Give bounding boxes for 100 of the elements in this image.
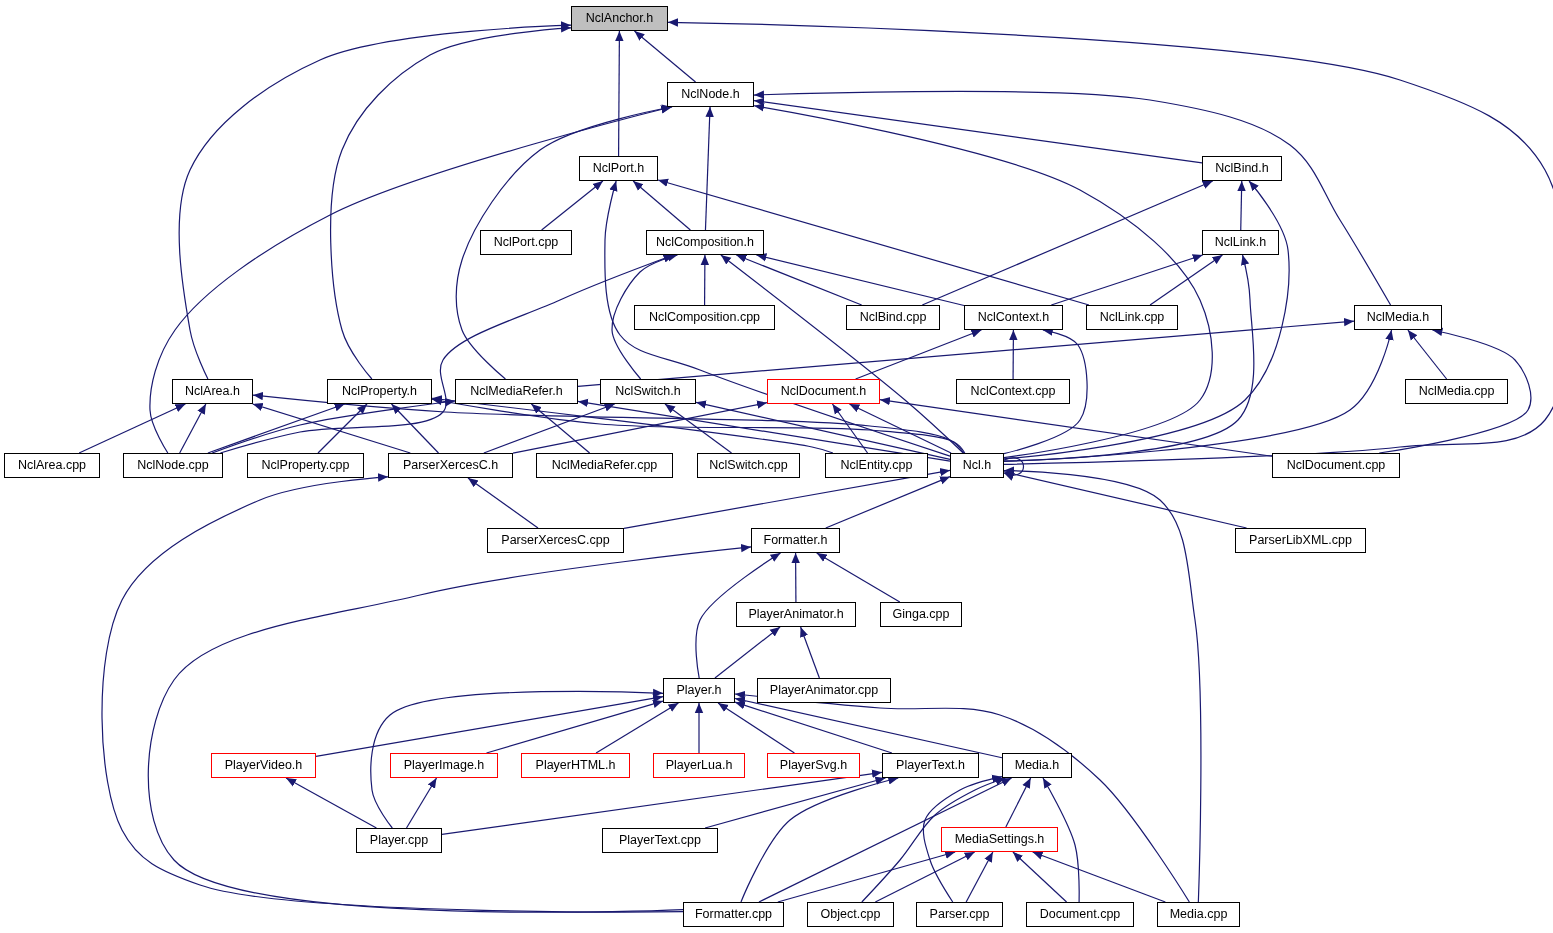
file-node: NclPort.h (579, 156, 658, 181)
dependency-arrow (330, 24, 572, 380)
dependency-arrow (695, 552, 782, 679)
dependency-arrow (483, 403, 616, 454)
file-node: Document.cpp (1026, 902, 1134, 927)
dependency-arrow (207, 403, 346, 454)
dependency-arrow (370, 688, 664, 829)
dependency-arrow (700, 254, 710, 306)
dependency-arrow (541, 180, 604, 231)
dependency-arrow (252, 402, 411, 454)
dependency-arrow (405, 777, 438, 829)
file-node: ParserXercesC.cpp (487, 528, 624, 553)
dependency-arrow (595, 702, 679, 754)
dependency-arrow (1407, 329, 1448, 380)
dependency-arrow (704, 106, 714, 231)
dependency-arrow (1003, 254, 1255, 462)
dependency-arrow (791, 552, 800, 603)
file-node: NclComposition.cpp (634, 305, 775, 330)
dependency-arrow (1032, 851, 1166, 903)
dependency-arrow (147, 543, 752, 913)
file-node: NclBind.cpp (846, 305, 940, 330)
file-node: NclProperty.cpp (247, 453, 364, 478)
dependency-arrow (441, 769, 883, 836)
dependency-arrow (1003, 329, 1394, 463)
dependency-arrow (1005, 777, 1032, 828)
file-node: NclComposition.h (646, 230, 764, 255)
file-node: PlayerImage.h (390, 753, 498, 778)
dependency-arrow (1009, 329, 1018, 380)
dependency-arrow (753, 97, 1203, 164)
dependency-arrow (777, 850, 956, 903)
file-node: NclContext.h (964, 305, 1063, 330)
file-node: Parser.cpp (916, 902, 1003, 927)
dependency-arrow (623, 467, 951, 529)
file-node: NclMediaRefer.cpp (536, 453, 673, 478)
dependency-arrow (530, 403, 591, 454)
file-node: Ncl.h (950, 453, 1004, 478)
dependency-arrow (1149, 254, 1223, 306)
file-node: NclContext.cpp (956, 379, 1070, 404)
file-node: NclSwitch.cpp (697, 453, 800, 478)
dependency-arrow (831, 403, 869, 454)
dependency-arrow (431, 396, 966, 454)
dependency-arrow (1003, 466, 1202, 903)
dependency-arrow (632, 180, 691, 231)
file-node: NclArea.cpp (4, 453, 100, 478)
file-node: Formatter.h (751, 528, 840, 553)
file-node: Player.cpp (356, 828, 442, 853)
file-node: PlayerSvg.h (767, 753, 860, 778)
file-node: NclNode.h (667, 82, 754, 107)
dependency-arrow (694, 702, 704, 754)
file-node: Player.h (663, 678, 735, 703)
file-node: PlayerText.h (882, 753, 979, 778)
dependency-arrow (577, 317, 1355, 387)
dependency-arrow (101, 473, 684, 913)
dependency-arrow (753, 90, 1392, 306)
dependency-arrow (735, 254, 863, 306)
dependency-arrow (252, 391, 965, 454)
dependency-arrow (604, 180, 951, 457)
dependency-arrow (755, 253, 965, 307)
dependency-arrow (455, 104, 673, 380)
file-node: Media.cpp (1157, 902, 1240, 927)
dependency-arrow (512, 400, 768, 454)
dependency-arrow (922, 774, 1003, 903)
file-node: Ginga.cpp (880, 602, 962, 627)
file-node: PlayerLua.h (653, 753, 745, 778)
file-node: NclSwitch.h (600, 379, 696, 404)
dependency-arrow (390, 403, 440, 454)
dependency-arrow (704, 776, 886, 829)
dependency-arrow (467, 477, 539, 529)
dependency-arrow (577, 398, 951, 462)
dependency-arrow (1003, 457, 1025, 480)
file-node: NclAnchor.h (571, 6, 668, 31)
file-node: ParserXercesC.h (388, 453, 513, 478)
dependency-arrow (615, 30, 624, 157)
dependency-arrow (431, 395, 834, 454)
dependency-arrow (78, 403, 186, 454)
dependency-arrow (1237, 180, 1246, 231)
dependency-arrow (848, 403, 952, 454)
file-node: MediaSettings.h (941, 827, 1058, 852)
dependency-arrow (758, 777, 1013, 903)
dependency-arrow (695, 400, 951, 461)
dependency-arrow (315, 694, 664, 758)
dependency-arrow (285, 777, 378, 829)
dependency-arrow (664, 403, 733, 454)
dependency-arrow (720, 254, 964, 454)
dependency-arrow (740, 776, 899, 903)
dependency-arrow (825, 476, 951, 529)
file-node: NclBind.h (1202, 156, 1282, 181)
dependency-arrow (611, 253, 679, 380)
dependency-arrow (657, 178, 1090, 306)
file-node: NclLink.h (1202, 230, 1279, 255)
file-node: PlayerHTML.h (521, 753, 630, 778)
dependency-arrow (667, 18, 1553, 465)
file-node: NclDocument.h (767, 379, 880, 404)
file-node: NclMedia.cpp (1405, 379, 1508, 404)
file-node: PlayerAnimator.cpp (757, 678, 891, 703)
file-node: PlayerText.cpp (602, 828, 718, 853)
file-node: Media.h (1002, 753, 1072, 778)
dependency-arrow (178, 21, 572, 380)
dependency-arrow (633, 30, 697, 83)
dependency-arrow (965, 851, 994, 903)
